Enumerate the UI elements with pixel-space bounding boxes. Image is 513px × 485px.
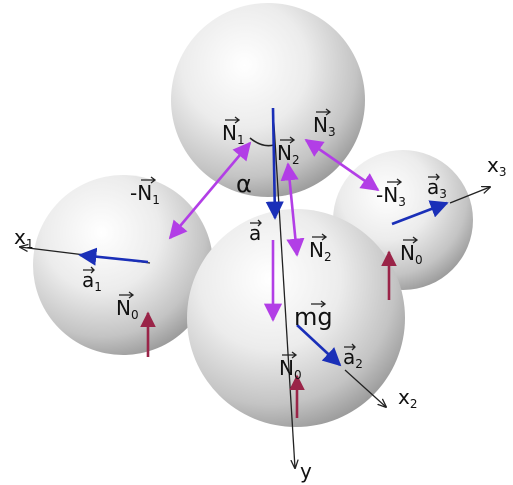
svg-text:mg: mg [294,303,333,331]
label-n1-top: N1 [222,116,245,147]
label-alpha: α [236,170,252,198]
svg-text:N1: N1 [222,121,245,147]
label-n3-top: N3 [313,108,336,139]
svg-text:a1: a1 [82,268,102,294]
label-a3: a3 [427,173,447,201]
svg-text:N0: N0 [279,356,302,382]
n1-vector [168,141,252,240]
label-a-center: a [249,219,262,245]
x2-axis [344,369,386,407]
svg-text:-N3: -N3 [376,183,406,209]
x1-axis-label: x1 [14,225,33,251]
svg-text:N2: N2 [277,141,300,167]
x2-axis-label: x2 [398,385,417,411]
svg-text:N2: N2 [309,238,332,264]
n3-vector [304,138,380,192]
svg-text:a3: a3 [427,175,447,201]
label-n1-left: -N1 [130,176,160,207]
y-axis-label: y [300,459,312,483]
svg-text:-N1: -N1 [130,181,160,207]
n2-vector [280,162,305,257]
sphere-left [33,175,213,355]
svg-text:N0: N0 [400,241,423,267]
svg-text:N3: N3 [313,113,336,139]
svg-text:a2: a2 [343,345,363,371]
label-mg: mg [294,300,333,331]
sphere-top [171,3,365,197]
label-a2: a2 [343,343,363,371]
a-center-vector [265,107,284,220]
x3-axis-label: x3 [487,153,506,179]
a2-vector [296,324,342,367]
svg-text:N0: N0 [116,296,139,322]
label-n2-mid: N2 [309,233,332,264]
label-a1: a1 [82,266,102,294]
x3-axis [449,187,490,204]
label-n2-top: N2 [277,136,300,167]
y-axis [272,107,295,468]
label-n0-left: N0 [116,291,139,322]
label-n3-right: -N3 [376,178,406,209]
label-n0-bottom: N0 [279,351,302,382]
label-n0-right: N0 [400,236,423,267]
a1-vector [78,247,149,266]
svg-text:a: a [249,221,261,245]
a3-vector [391,200,449,226]
sphere-center [187,209,405,427]
alpha-arc [249,137,275,147]
